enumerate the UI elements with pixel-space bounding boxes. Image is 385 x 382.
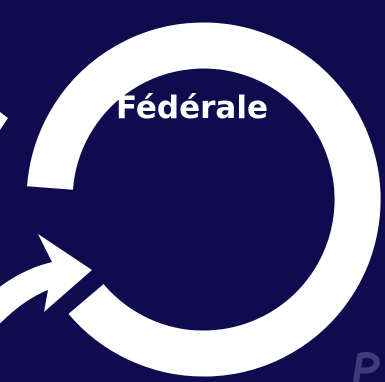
curved-arrow-icon [0, 234, 92, 324]
watermark-logo-icon [353, 352, 380, 382]
federale-label: Fédérale [115, 90, 269, 126]
edge-fragment [0, 112, 8, 130]
circular-arrow-ring [27, 22, 381, 377]
